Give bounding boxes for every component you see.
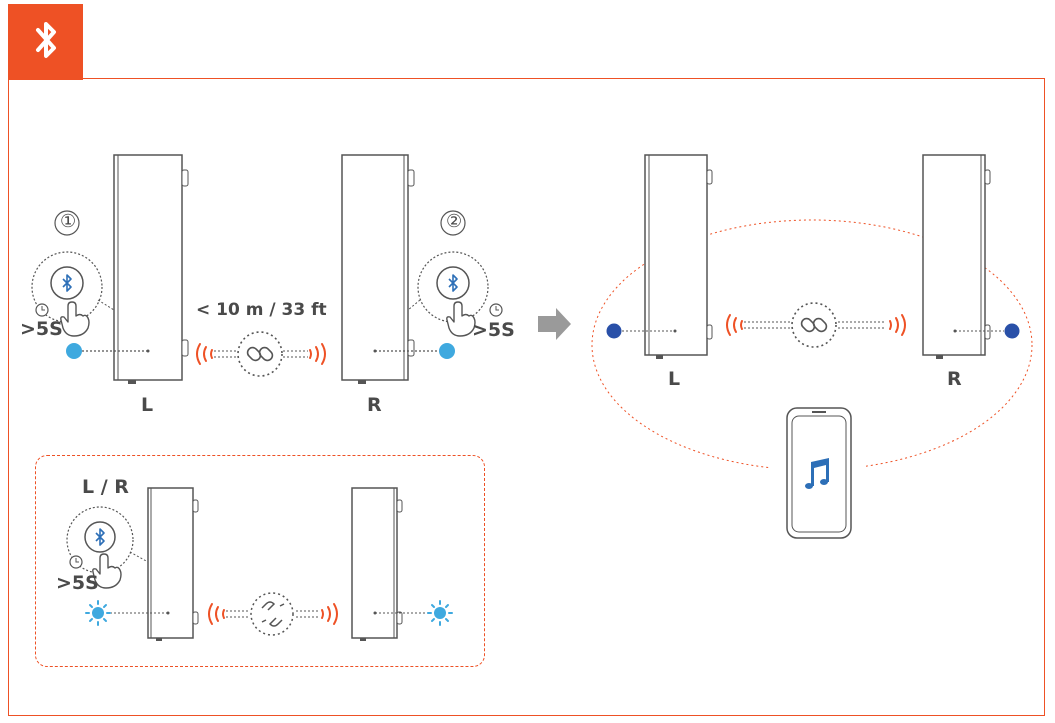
step-number-2: ② (446, 211, 463, 232)
unpair-right-speaker (351, 487, 403, 641)
next-arrow-icon (538, 308, 571, 340)
pairing-left-speaker (113, 154, 189, 384)
step-number-1: ① (60, 211, 77, 232)
link-icon (237, 331, 283, 377)
speaker-label-right: R (367, 394, 382, 416)
speaker-label-left: L (141, 394, 154, 416)
unpair-panel (35, 455, 485, 667)
connected-right-speaker (922, 154, 991, 359)
led-indicator-left (66, 343, 82, 359)
hold-duration-unpair: >5S (56, 572, 99, 594)
broken-link-icon (250, 592, 294, 636)
led-indicator-right-connected (1004, 323, 1020, 339)
music-note-icon (805, 458, 829, 489)
bt-button-callout-left (31, 210, 115, 337)
content-frame (8, 78, 1045, 716)
led-flashing-left (85, 600, 170, 626)
bt-button-callout-unpair (66, 506, 149, 589)
unpair-broken-link (208, 592, 338, 636)
led-indicator-left-connected (606, 323, 622, 339)
step-badge-2 (440, 210, 466, 236)
connected-label-right: R (947, 368, 962, 390)
step-badge-1 (54, 210, 80, 236)
unpair-left-speaker (147, 487, 199, 641)
distance-label: < 10 m / 33 ft (196, 300, 327, 320)
hold-duration-left: >5S (20, 318, 63, 340)
link-icon (791, 302, 837, 348)
connected-left-speaker (644, 154, 713, 359)
hold-duration-right: >5S (472, 319, 515, 341)
bluetooth-header-tab (8, 4, 83, 80)
phone (770, 400, 866, 560)
connected-link (726, 302, 906, 348)
led-indicator-right (439, 343, 455, 359)
pairing-link (196, 331, 326, 377)
bt-button-callout-right (407, 210, 503, 337)
led-flashing-right (373, 600, 453, 626)
bluetooth-icon (36, 22, 56, 58)
unpair-speaker-label: L / R (82, 476, 129, 498)
connected-label-left: L (668, 368, 681, 390)
pairing-right-speaker (341, 154, 415, 384)
